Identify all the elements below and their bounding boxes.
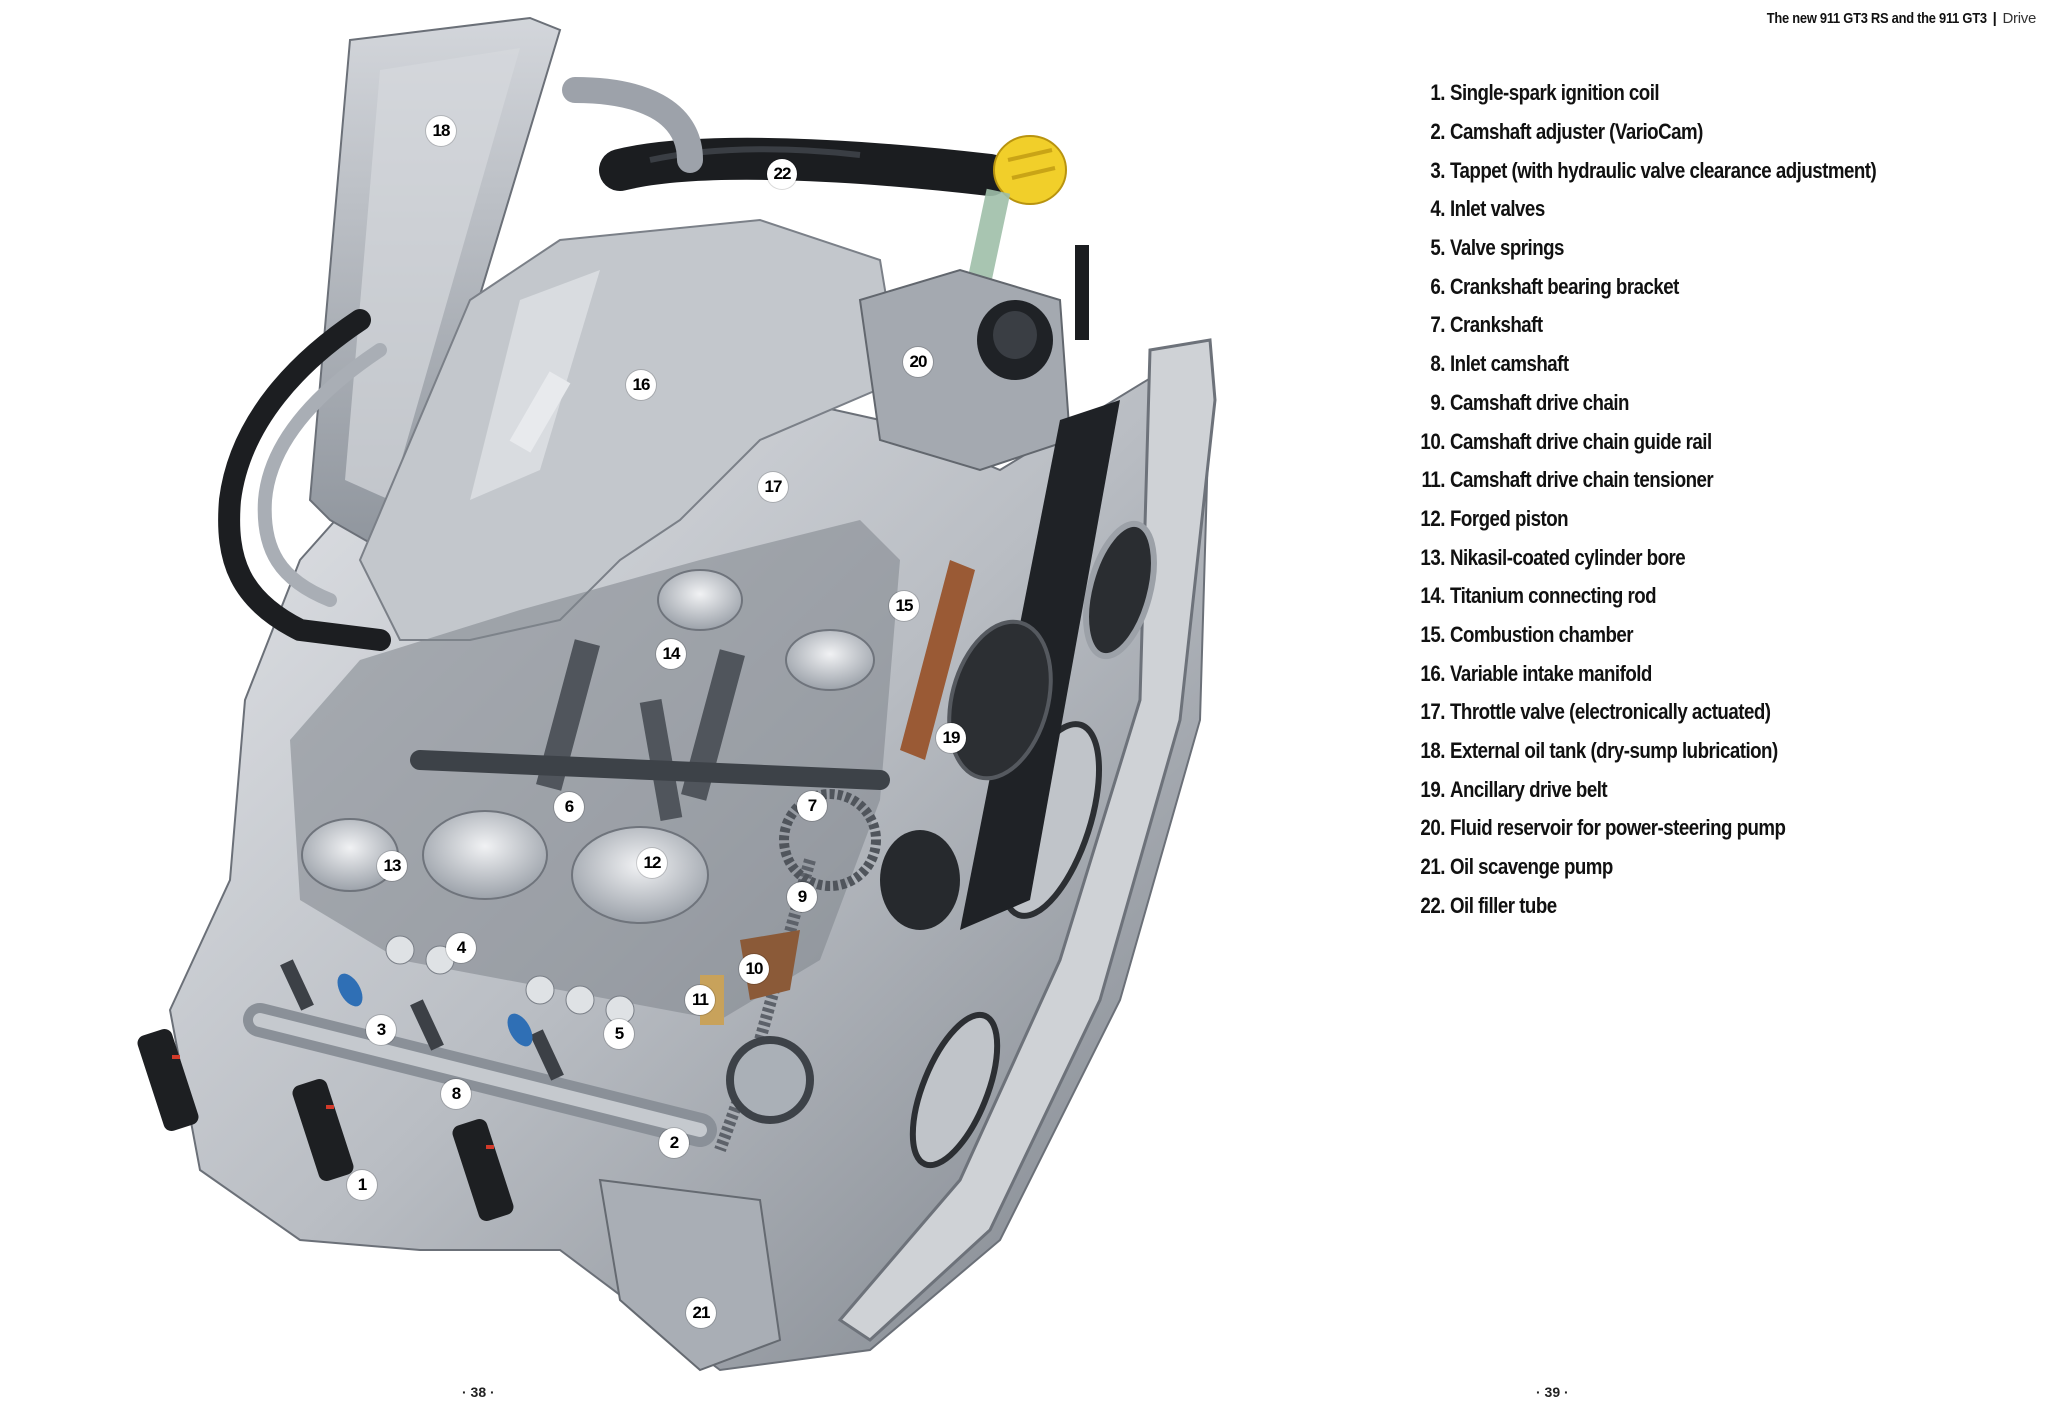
callout-21: 21: [686, 1298, 716, 1328]
legend-item: 3.Tappet (with hydraulic valve clearance…: [1430, 157, 1877, 183]
callout-12: 12: [637, 848, 667, 878]
valve-train: [243, 935, 717, 1147]
engine-illustration: [137, 16, 1217, 1372]
callout-4: 4: [446, 933, 476, 963]
legend-item: 18.External oil tank (dry-sump lubricati…: [1420, 738, 1778, 764]
page-number-left: · 38 ·: [462, 1384, 495, 1400]
callout-17: 17: [758, 472, 788, 502]
legend-item: 7.Crankshaft: [1430, 312, 1543, 338]
engine-cutaway-figure: 1 2 3 4 5 6 7 8 9 10 11 12 13 14 15 16 1…: [137, 16, 1217, 1372]
callout-13: 13: [377, 851, 407, 881]
publication-title: The new 911 GT3 RS and the 911 GT3: [1766, 10, 1987, 27]
header-separator: |: [1992, 10, 1997, 27]
camshaft-sprocket: [779, 789, 881, 891]
legend-item: 21.Oil scavenge pump: [1420, 854, 1613, 880]
legend-item: 9.Camshaft drive chain: [1430, 389, 1629, 415]
callout-19: 19: [936, 723, 966, 753]
parts-legend-list: 1.Single-spark ignition coil 2.Camshaft …: [1404, 74, 1951, 925]
ignition-coils: [137, 1028, 514, 1222]
pistons: [301, 569, 875, 924]
callout-16: 16: [626, 370, 656, 400]
callout-2: 2: [659, 1128, 689, 1158]
callout-3: 3: [366, 1015, 396, 1045]
section-name: Drive: [2002, 10, 2036, 27]
legend-item: 6.Crankshaft bearing bracket: [1430, 273, 1679, 299]
legend-item: 12.Forged piston: [1420, 505, 1569, 531]
legend-item: 5.Valve springs: [1430, 235, 1564, 261]
legend-item: 17.Throttle valve (electronically actuat…: [1420, 699, 1771, 725]
oil-filler-tube: [599, 137, 1011, 196]
callout-14: 14: [656, 639, 686, 669]
coolant-hoses: [218, 309, 391, 651]
callout-7: 7: [797, 791, 827, 821]
legend-item: 8.Inlet camshaft: [1430, 351, 1569, 377]
callout-10: 10: [739, 954, 769, 984]
legend-item: 1.Single-spark ignition coil: [1430, 80, 1660, 106]
oil-scavenge-pump: [598, 1178, 782, 1372]
filler-cap: [993, 135, 1067, 205]
legend-item: 14.Titanium connecting rod: [1420, 583, 1657, 609]
running-header: The new 911 GT3 RS and the 911 GT3 | Drive: [1731, 10, 2037, 27]
legend-item: 4.Inlet valves: [1430, 196, 1545, 222]
callout-11: 11: [685, 985, 715, 1015]
callout-22: 22: [767, 159, 797, 189]
legend-item: 19.Ancillary drive belt: [1420, 776, 1608, 802]
callout-20: 20: [903, 347, 933, 377]
callout-18: 18: [426, 116, 456, 146]
callout-8: 8: [441, 1079, 471, 1109]
callout-9: 9: [787, 882, 817, 912]
legend-item: 20.Fluid reservoir for power-steering pu…: [1420, 815, 1786, 841]
callout-15: 15: [889, 591, 919, 621]
legend-item: 15.Combustion chamber: [1420, 621, 1634, 647]
legend-item: 11.Camshaft drive chain tensioner: [1421, 467, 1714, 493]
callout-6: 6: [554, 792, 584, 822]
legend-item: 22.Oil filler tube: [1420, 892, 1557, 918]
legend-item: 13.Nikasil-coated cylinder bore: [1420, 544, 1686, 570]
legend-item: 2.Camshaft adjuster (VarioCam): [1430, 119, 1703, 145]
legend-item: 16.Variable intake manifold: [1420, 660, 1652, 686]
callout-5: 5: [604, 1019, 634, 1049]
crankshaft: [410, 750, 890, 790]
callout-1: 1: [347, 1170, 377, 1200]
page-number-right: · 39 ·: [1536, 1384, 1569, 1400]
front-cover-frame: [837, 338, 1217, 1342]
legend-item: 10.Camshaft drive chain guide rail: [1420, 428, 1712, 454]
